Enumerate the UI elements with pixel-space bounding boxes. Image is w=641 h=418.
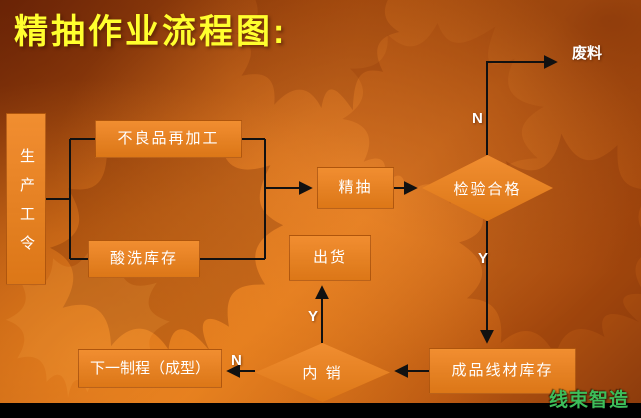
- branch-label-domestic-yes: Y: [308, 308, 319, 325]
- watermark: 线束智造: [548, 390, 629, 411]
- bottom-bar: [0, 403, 641, 418]
- node-next-process: 下一制程（成型）: [78, 349, 222, 388]
- node-shipping: 出货: [289, 235, 371, 281]
- node-rework: 不良品再加工: [95, 120, 242, 158]
- branch-label-inspection-fail: N: [472, 110, 483, 127]
- node-finished-stock: 成品线材库存: [429, 348, 576, 394]
- page-title: 精抽作业流程图:: [14, 13, 288, 51]
- node-inspection: 检验合格: [422, 155, 553, 221]
- waste-label: 废料: [572, 45, 603, 62]
- branch-label-inspection-pass: Y: [478, 250, 489, 267]
- node-production-order: 生产工令: [6, 113, 46, 285]
- branch-label-domestic-no: N: [231, 352, 242, 369]
- node-domestic-sale: 内 销: [255, 343, 390, 402]
- node-pickling-stock: 酸洗库存: [88, 240, 200, 278]
- arrow-inspection-to-waste: [486, 55, 558, 155]
- node-fine-drawing: 精抽: [317, 167, 394, 209]
